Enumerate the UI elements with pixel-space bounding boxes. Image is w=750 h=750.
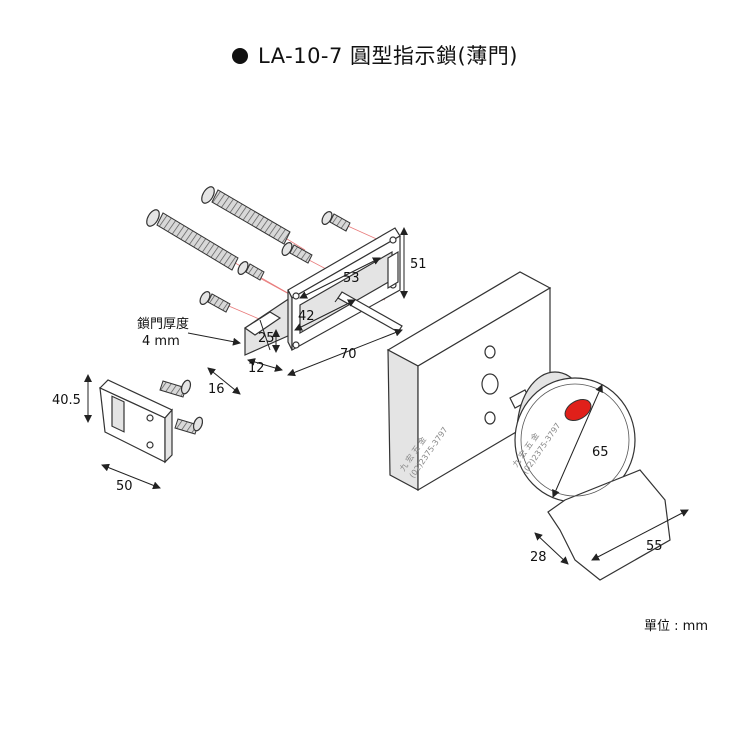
lock-body bbox=[287, 227, 401, 352]
dim-28: 28 bbox=[530, 550, 547, 565]
bullet-icon bbox=[232, 48, 249, 64]
dim-65: 65 bbox=[592, 445, 609, 460]
strike-screw-upper bbox=[159, 379, 192, 398]
strike-screw-lower bbox=[174, 416, 204, 435]
dim-53: 53 bbox=[343, 271, 360, 286]
dim-25: 25 bbox=[258, 331, 275, 346]
dim-16: 16 bbox=[208, 382, 225, 397]
dim-12: 12 bbox=[248, 361, 265, 376]
dim-70: 70 bbox=[340, 347, 357, 362]
long-screw-lower bbox=[146, 209, 239, 271]
short-screw-small bbox=[237, 261, 265, 281]
door-thickness-value: 4 mm bbox=[142, 334, 180, 349]
dim-55: 55 bbox=[646, 539, 663, 554]
strike-plate bbox=[98, 379, 173, 464]
dim-40-5: 40.5 bbox=[52, 393, 81, 408]
dim-50: 50 bbox=[116, 479, 133, 494]
short-screw-top-right bbox=[321, 211, 351, 232]
latch-keeper bbox=[243, 296, 291, 356]
unit-label: 單位 : mm bbox=[644, 619, 708, 634]
dim-42: 42 bbox=[298, 309, 315, 324]
door-panel: 九 宏 五 金 (02)2375-3797 bbox=[386, 271, 552, 492]
dimension-lines bbox=[84, 227, 689, 565]
door-thickness-label: 鎖門厚度 bbox=[137, 316, 189, 332]
short-screw-left bbox=[199, 291, 231, 313]
title-text: LA-10-7 圓型指示鎖(薄門) bbox=[258, 44, 518, 68]
page-title: LA-10-7 圓型指示鎖(薄門) bbox=[0, 40, 750, 70]
dim-51: 51 bbox=[410, 257, 427, 272]
long-screw-upper bbox=[201, 186, 291, 245]
